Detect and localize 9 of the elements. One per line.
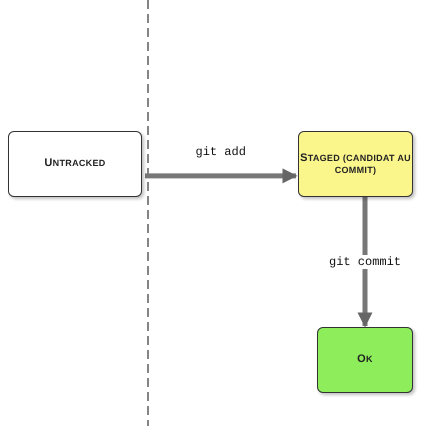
- state-label: OK: [357, 353, 373, 367]
- arrow: [145, 168, 298, 184]
- state-box: [317, 327, 413, 393]
- state-box: [8, 131, 142, 197]
- arrow: [358, 197, 372, 328]
- state-label: STAGED (CANDIDAT AU COMMIT): [299, 152, 412, 176]
- state-box: [298, 131, 413, 197]
- edge-label: git add: [194, 144, 248, 159]
- state-label: UNTRACKED: [44, 157, 106, 171]
